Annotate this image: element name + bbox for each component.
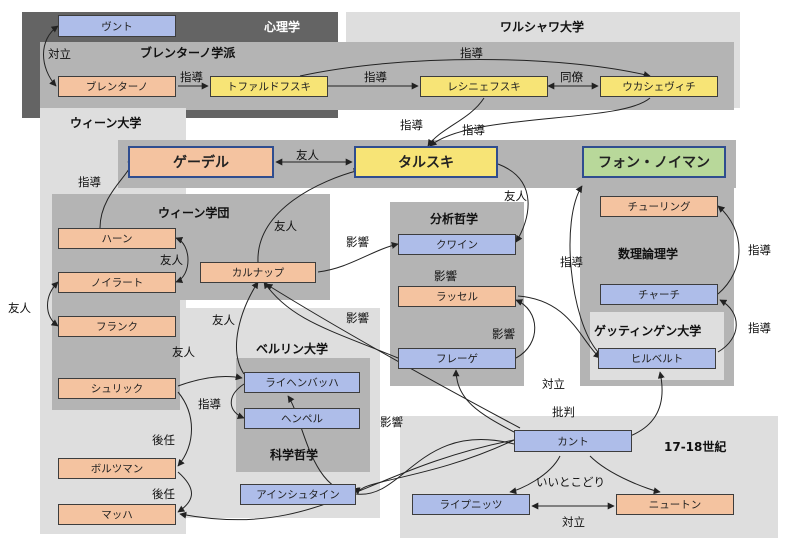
edge-wundt-brentano	[43, 25, 59, 87]
edge-label-hilbert-church: 指導	[748, 321, 771, 335]
node-hilbert[interactable]: ヒルベルト	[598, 348, 716, 369]
edge-kant-frege	[452, 369, 515, 433]
edge-label-twardowski-lukasiewicz: 指導	[460, 46, 483, 60]
edge-label-schlick-reichenbach: 友人	[172, 345, 195, 359]
edge-twardowski-lukasiewicz	[299, 59, 651, 78]
edge-kant-carnap	[265, 283, 521, 429]
region-label-shinri: 心理学	[264, 20, 301, 34]
node-frege[interactable]: フレーゲ	[398, 348, 516, 369]
region-label-analytic: 分析哲学	[430, 212, 479, 226]
edge-boltzmann-mach	[177, 471, 192, 513]
edge-hilbert-church	[717, 299, 737, 353]
edge-label-schlick-boltzmann: 後任	[152, 433, 175, 447]
node-einstein[interactable]: アインシュタイン	[240, 484, 356, 505]
edge-label-hahn-godel: 指導	[78, 175, 101, 189]
node-reichenbach[interactable]: ライヘンバッハ	[244, 372, 360, 393]
node-brentano[interactable]: ブレンターノ	[58, 76, 176, 97]
edge-schlick-reichenbach	[177, 373, 243, 387]
node-boltzmann[interactable]: ボルツマン	[58, 458, 176, 479]
node-russell[interactable]: ラッセル	[398, 286, 516, 307]
edge-carnap-quine	[317, 242, 399, 273]
node-newton[interactable]: ニュートン	[616, 494, 734, 515]
edge-neurath-frank	[47, 281, 59, 327]
node-hempel[interactable]: ヘンペル	[244, 408, 360, 429]
region-label-c1718: 17-18世紀	[664, 440, 727, 454]
edge-label-kant-hilbert: 批判	[552, 405, 575, 419]
node-wundt[interactable]: ヴント	[58, 15, 176, 37]
node-neumann[interactable]: フォン・ノイマン	[582, 146, 726, 178]
edge-frege-russell	[515, 299, 536, 359]
node-church[interactable]: チャーチ	[600, 284, 718, 305]
edge-reichenbach-hempel	[230, 383, 245, 420]
edge-hahn-godel	[99, 161, 136, 229]
edge-label-boltzmann-mach: 後任	[152, 487, 175, 501]
node-frank[interactable]: フランク	[58, 316, 176, 337]
edge-label-lukasiewicz-tarski: 指導	[462, 123, 485, 137]
node-kant[interactable]: カント	[514, 430, 632, 452]
edge-label-kant-frege: 対立	[542, 377, 565, 391]
edge-label-russell-hilbert: 影響	[434, 269, 457, 283]
edge-kant-leibniz	[509, 455, 561, 495]
node-lesniewski[interactable]: レシニェフスキ	[420, 76, 548, 97]
edge-label-lesniewski-tarski: 指導	[400, 118, 423, 132]
node-neurath[interactable]: ノイラート	[58, 272, 176, 293]
edge-label-carnap-tarski: 友人	[274, 219, 297, 233]
region-label-vienna-univ: ウィーン大学	[70, 116, 142, 130]
edge-label-hilbert-neumann: 指導	[560, 255, 583, 269]
edge-label-kant-leibniz: いいとこどり	[536, 475, 605, 489]
region-label-berlin: ベルリン大学	[256, 342, 329, 356]
node-godel[interactable]: ゲーデル	[128, 146, 274, 178]
edge-carnap-tarski	[257, 168, 361, 263]
region-label-warsaw: ワルシャワ大学	[500, 20, 585, 34]
edge-kant-hilbert	[629, 371, 665, 437]
edge-reichenbach-carnap	[236, 281, 259, 375]
edge-label-hahn-neurath: 友人	[160, 253, 183, 267]
edge-tarski-quine	[497, 163, 529, 243]
edge-label-tarski-quine: 友人	[504, 189, 527, 203]
node-twardowski[interactable]: トファルドフスキ	[210, 76, 328, 97]
region-label-gottingen: ゲッティンゲン大学	[594, 324, 702, 338]
edge-label-church-turing: 指導	[748, 243, 771, 257]
region-label-math-logic: 数理論理学	[618, 247, 679, 261]
node-hahn[interactable]: ハーン	[58, 228, 176, 249]
edge-label-reichenbach-hempel: 指導	[198, 397, 221, 411]
region-label-sci-phil: 科学哲学	[270, 448, 319, 462]
node-quine[interactable]: クワイン	[398, 234, 516, 255]
edge-russell-hilbert	[517, 295, 601, 359]
edge-label-neurath-frank: 友人	[8, 301, 31, 315]
edge-hahn-neurath	[175, 236, 189, 284]
edge-lukasiewicz-tarski	[429, 97, 651, 147]
edge-frege-carnap	[263, 281, 399, 359]
edge-label-brentano-twardowski: 指導	[180, 70, 203, 84]
edge-label-kant-schlick: 影響	[380, 415, 403, 429]
node-turing[interactable]: チューリング	[600, 196, 718, 217]
node-mach[interactable]: マッハ	[58, 504, 176, 525]
edge-label-frege-carnap: 影響	[346, 311, 369, 325]
edge-label-wundt-brentano: 対立	[48, 47, 71, 61]
region-label-brentano-school: ブレンターノ学派	[140, 46, 236, 60]
region-label-vienna-circle: ウィーン学団	[158, 206, 230, 220]
edge-label-reichenbach-carnap: 友人	[212, 313, 235, 327]
node-carnap[interactable]: カルナップ	[200, 262, 316, 283]
node-schlick[interactable]: シュリック	[58, 378, 176, 399]
node-leibniz[interactable]: ライプニッツ	[412, 494, 530, 515]
edge-label-carnap-quine: 影響	[346, 235, 369, 249]
edge-label-frege-russell: 影響	[492, 327, 515, 341]
node-lukasiewicz[interactable]: ウカシェヴィチ	[600, 76, 718, 97]
edge-label-twardowski-lesniewski: 指導	[364, 70, 387, 84]
edge-label-lesniewski-lukasiewicz: 同僚	[560, 70, 583, 84]
edge-kant-newton	[589, 455, 661, 495]
edge-hilbert-neumann	[569, 185, 599, 353]
edge-schlick-boltzmann	[177, 391, 192, 467]
edge-church-turing	[717, 205, 740, 295]
edge-label-leibniz-newton: 対立	[562, 515, 585, 529]
edge-label-godel-tarski: 友人	[296, 148, 319, 162]
node-tarski[interactable]: タルスキ	[354, 146, 498, 178]
edge-kant-einstein	[353, 439, 515, 495]
